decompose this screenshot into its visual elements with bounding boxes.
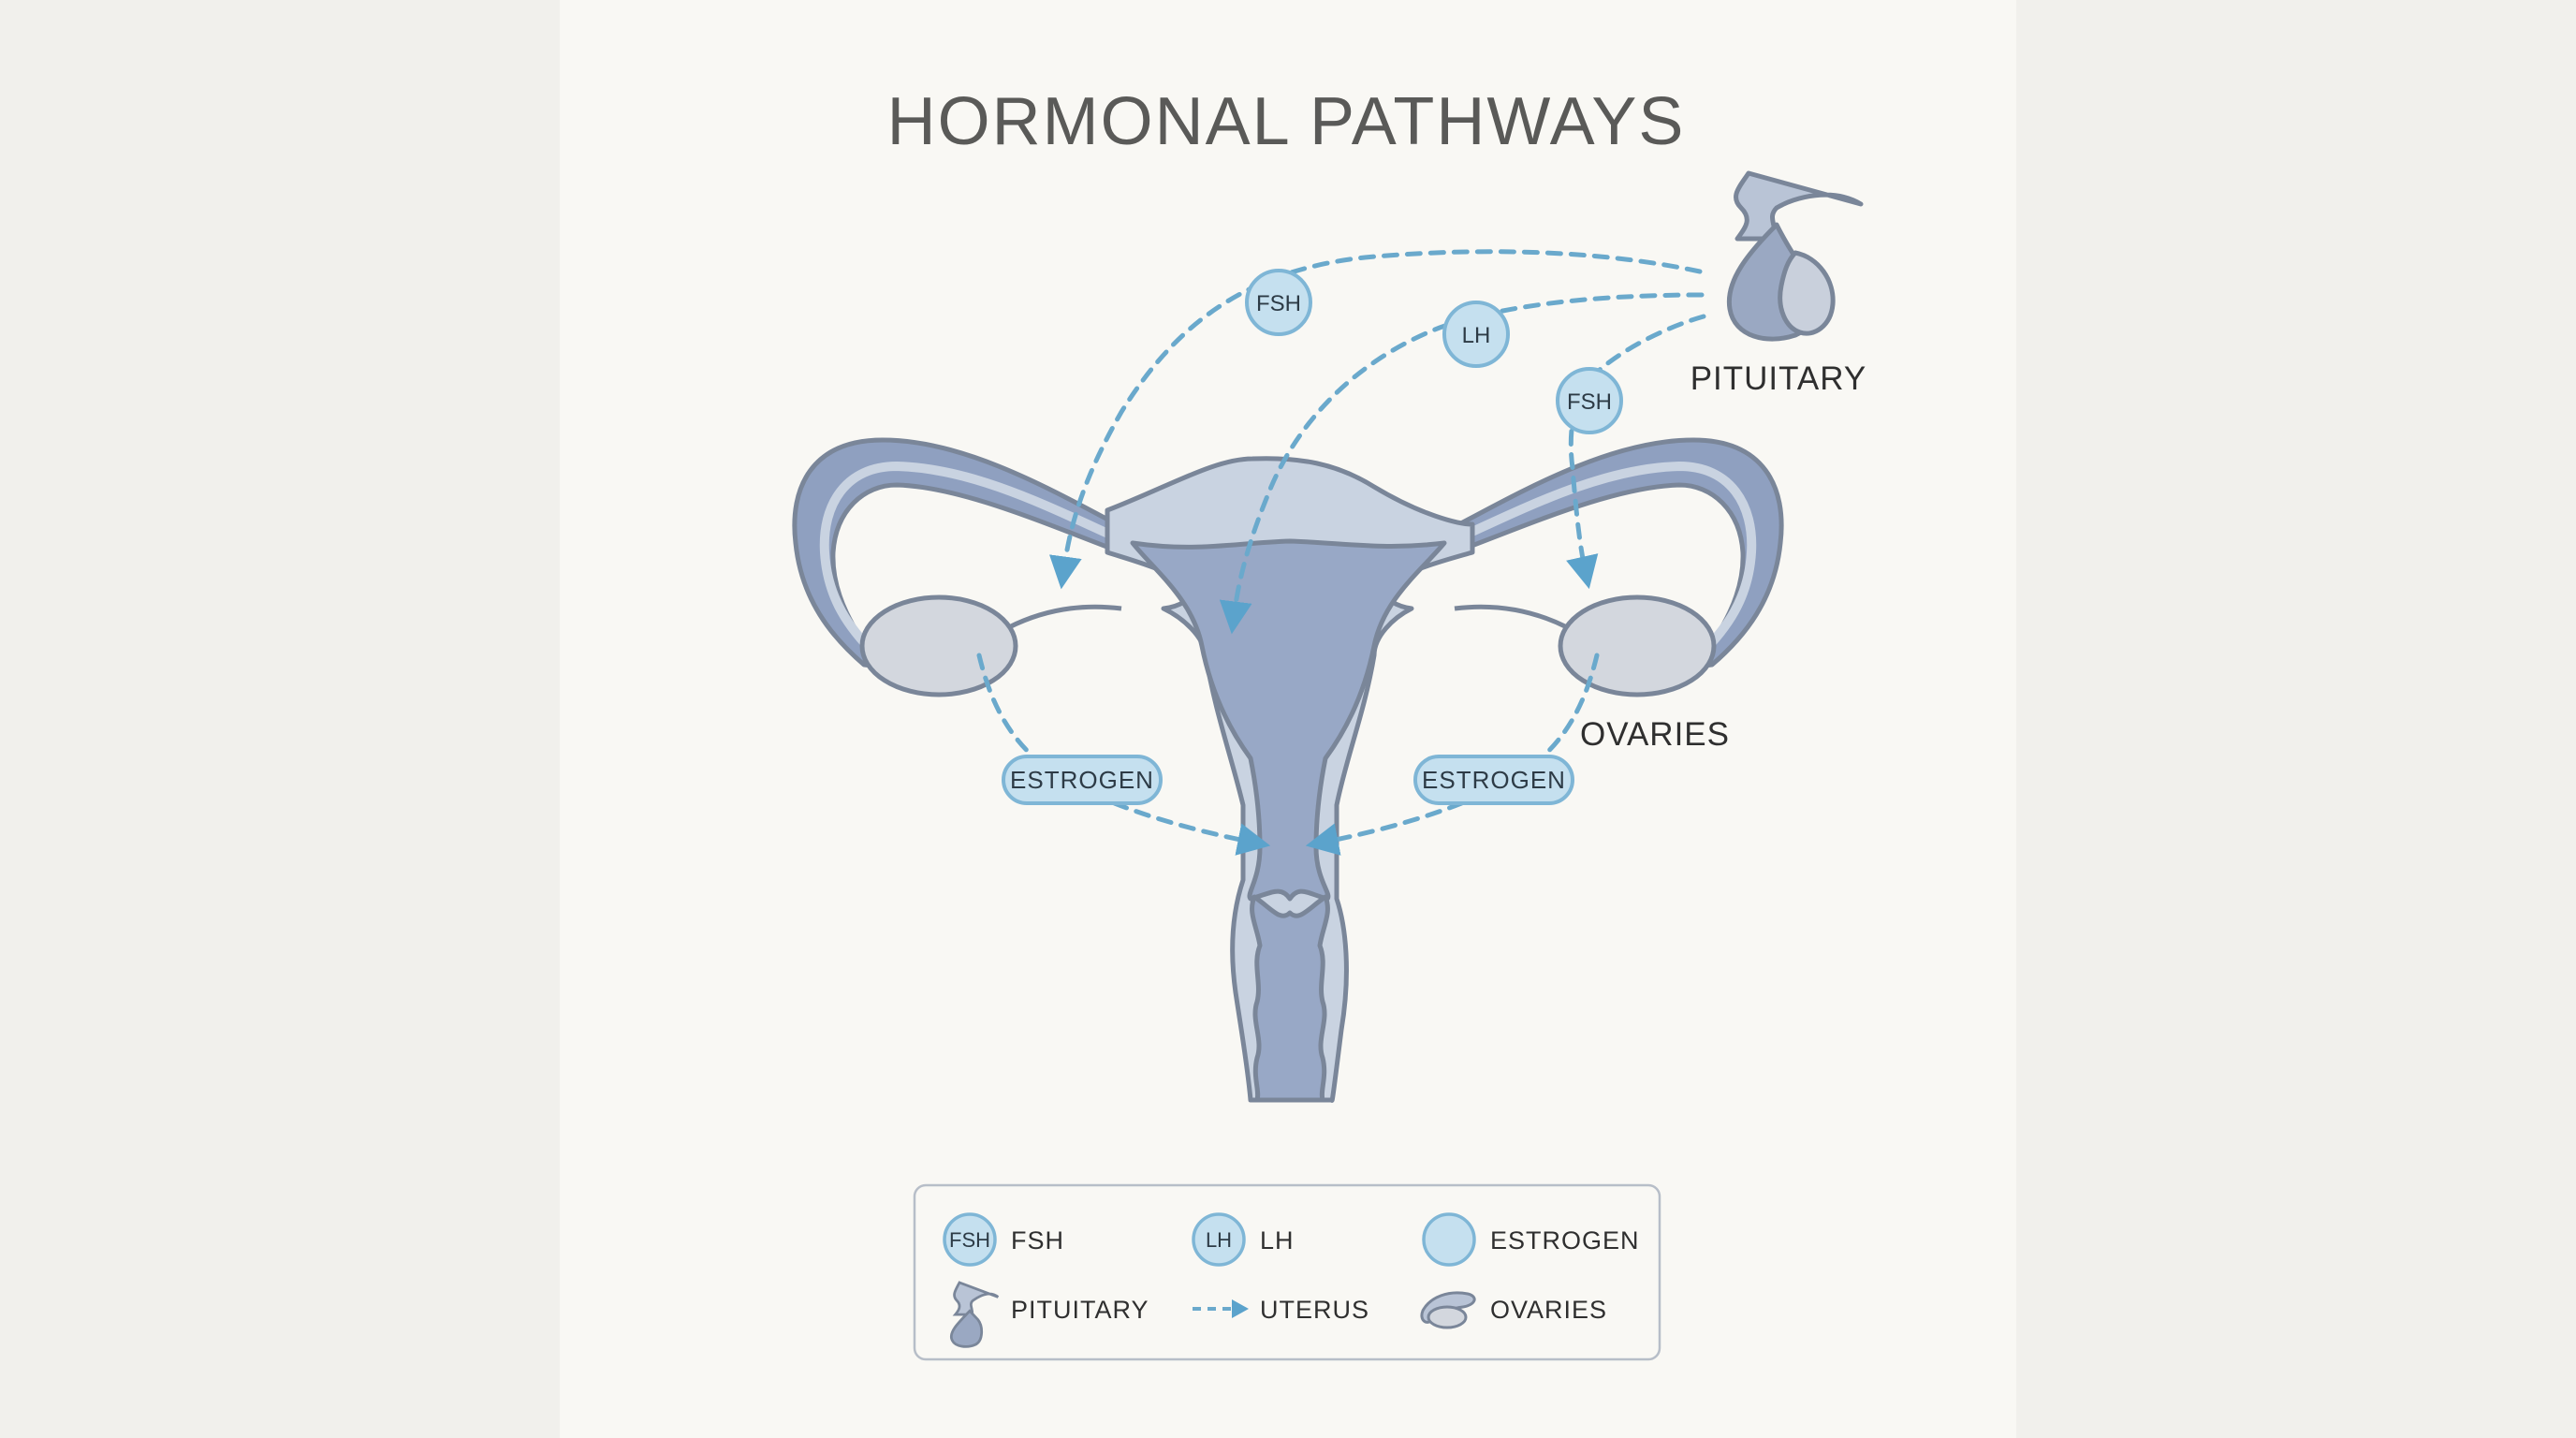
legend-item-lh: LH LH [1192,1212,1295,1267]
svg-text:FSH: FSH [1567,389,1612,415]
cervical-canal [1250,894,1330,1103]
legend: FSH FSH LH LH ESTROGEN PITUITARY UTERUS [913,1183,1661,1361]
legend-box [913,1183,1661,1361]
svg-text:LH: LH [1260,1226,1295,1255]
diagram-title: HORMONAL PATHWAYS [887,84,1686,159]
pituitary-label: PITUITARY [1690,360,1867,397]
svg-text:LH: LH [1462,323,1491,348]
right-fallopian-tube [1452,437,1784,669]
svg-text:OVARIES: OVARIES [1490,1296,1607,1324]
uterus [792,437,1784,1103]
svg-text:FSH: FSH [1256,291,1301,316]
svg-text:UTERUS: UTERUS [1260,1296,1369,1324]
legend-item-uterus: UTERUS [1193,1296,1369,1324]
right-ovary [1454,594,1717,697]
pituitary-icon [949,1281,1000,1348]
ovary-icon [1420,1291,1476,1329]
diagram-canvas: HORMONAL PATHWAYS PITUITARY OVARIES [560,0,2016,1438]
legend-item-ovaries: OVARIES [1420,1291,1607,1329]
left-fallopian-tube [792,437,1124,669]
svg-text:ESTROGEN: ESTROGEN [1490,1226,1640,1255]
legend-item-pituitary: PITUITARY [949,1281,1149,1348]
svg-text:ESTROGEN: ESTROGEN [1422,766,1566,794]
lh-pathway [1219,292,1705,635]
uterine-cavity [1130,538,1447,902]
lh-badge: LH [1442,301,1510,368]
legend-item-estrogen: ESTROGEN [1422,1212,1640,1267]
estrogen-pill-left: ESTROGEN [1002,755,1163,805]
left-ovary [859,594,1122,697]
legend-item-fsh: FSH FSH [943,1212,1064,1267]
svg-text:LH: LH [1206,1228,1232,1252]
fsh-badge-left: FSH [1245,269,1312,336]
svg-text:ESTROGEN: ESTROGEN [1010,766,1154,794]
hormonal-pathways-diagram: HORMONAL PATHWAYS PITUITARY OVARIES [792,84,1867,1361]
estrogen-pill-right: ESTROGEN [1413,755,1574,805]
pituitary-gland [1726,170,1864,342]
svg-text:PITUITARY: PITUITARY [1011,1296,1149,1324]
svg-text:FSH: FSH [1011,1226,1064,1255]
fsh-badge-right: FSH [1556,367,1623,434]
svg-text:FSH: FSH [949,1228,990,1252]
ovaries-label: OVARIES [1580,716,1730,753]
